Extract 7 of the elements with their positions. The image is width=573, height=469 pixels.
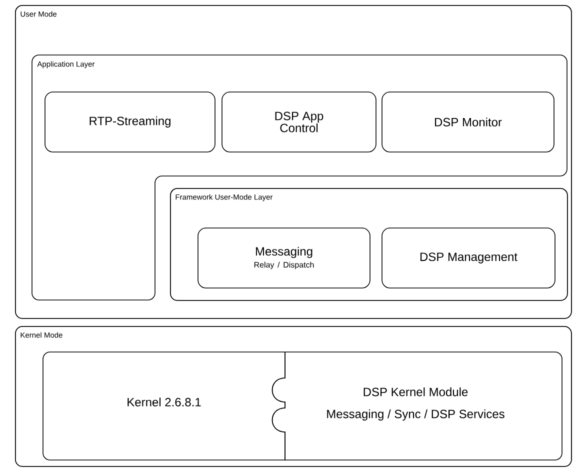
component-box: DSP Management	[382, 228, 556, 288]
kernel-box: Kernel 2.6.8.1	[42, 352, 286, 460]
component-box: Messaging Relay / Dispatch	[198, 228, 370, 288]
component-box: DSP App Control	[222, 92, 376, 152]
component-box: DSP Monitor	[382, 92, 554, 152]
component-box: RTP-Streaming	[44, 92, 216, 152]
module-box: DSP Kernel Module Messaging / Sync / DSP Services	[272, 352, 562, 460]
